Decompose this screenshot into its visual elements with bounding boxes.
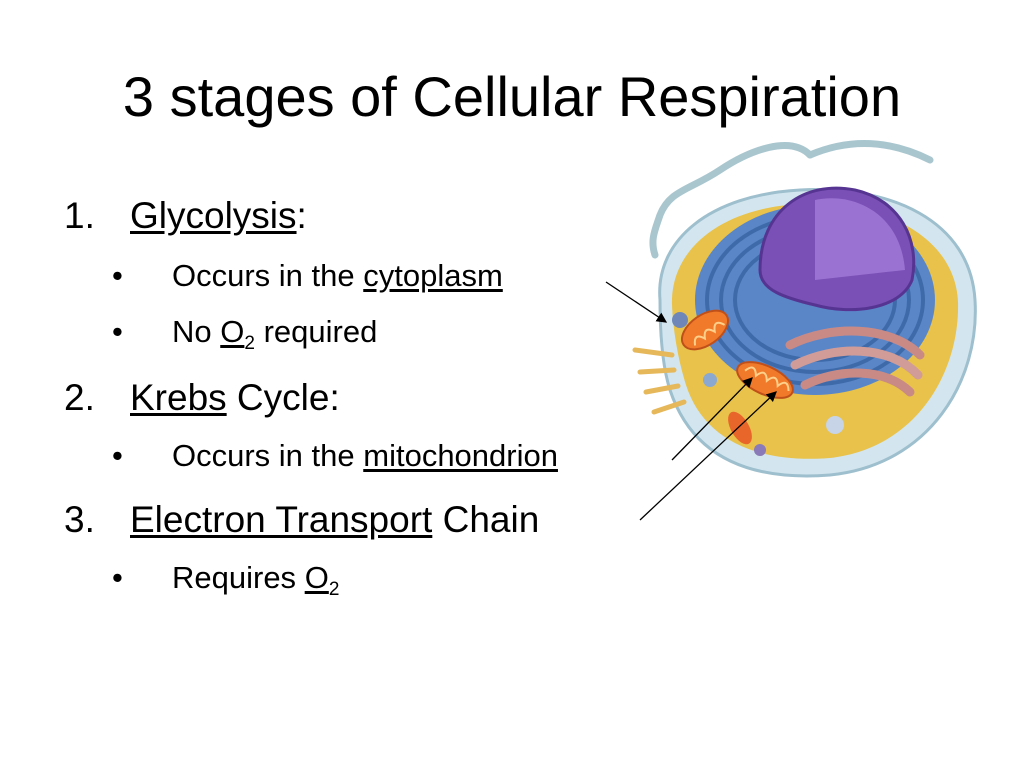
item-suffix: Cycle: (226, 377, 340, 418)
golgi-apparatus (785, 326, 925, 360)
oxygen-letter: O (220, 314, 245, 349)
bullet: • (112, 438, 123, 473)
item-number: 2. (64, 377, 95, 418)
term-krebs: Krebs (130, 377, 227, 418)
term-glycolysis: Glycolysis (130, 195, 297, 236)
term-mitochondrion: mitochondrion (363, 438, 558, 473)
term-oxygen: O2 (304, 560, 340, 600)
bullet: • (112, 560, 123, 595)
vesicle (672, 312, 688, 328)
list-item-electron-transport-chain: 3. Electron Transport Chain (64, 498, 539, 542)
subitem-etc-oxygen: • Requires O2 (112, 559, 339, 602)
oxygen-subscript: 2 (328, 579, 340, 600)
vesicle (703, 373, 717, 387)
subitem-text: Requires (172, 560, 305, 595)
flagellum (649, 142, 814, 259)
flagellum (806, 140, 934, 164)
vesicle (754, 444, 766, 456)
subitem-suffix: required (254, 314, 378, 349)
term-electron-transport: Electron Transport (130, 499, 433, 540)
vesicle (826, 416, 844, 434)
slide-title: 3 stages of Cellular Respiration (122, 65, 902, 128)
item-number: 3. (64, 499, 95, 540)
list-item-glycolysis: 1. Glycolysis: (64, 194, 307, 238)
bullet: • (112, 314, 123, 349)
animal-cell-icon (632, 140, 977, 478)
mitochondrion (681, 309, 729, 351)
item-number: 1. (64, 195, 95, 236)
subitem-glycolysis-oxygen: • No O2 required (112, 313, 377, 356)
subitem-krebs-location: • Occurs in the mitochondrion (112, 437, 558, 475)
item-suffix: Chain (432, 499, 540, 540)
oxygen-letter: O (304, 560, 329, 595)
subitem-glycolysis-location: • Occurs in the cytoplasm (112, 257, 503, 295)
subitem-text: Occurs in the (172, 258, 364, 293)
bullet: • (112, 258, 123, 293)
term-oxygen: O2 (220, 314, 255, 354)
item-suffix: : (296, 195, 307, 236)
oxygen-subscript: 2 (244, 333, 255, 354)
subitem-text: No (172, 314, 221, 349)
nucleolus (815, 198, 905, 280)
term-cytoplasm: cytoplasm (363, 258, 503, 293)
subitem-text: Occurs in the (172, 438, 364, 473)
list-item-krebs-cycle: 2. Krebs Cycle: (64, 376, 340, 420)
